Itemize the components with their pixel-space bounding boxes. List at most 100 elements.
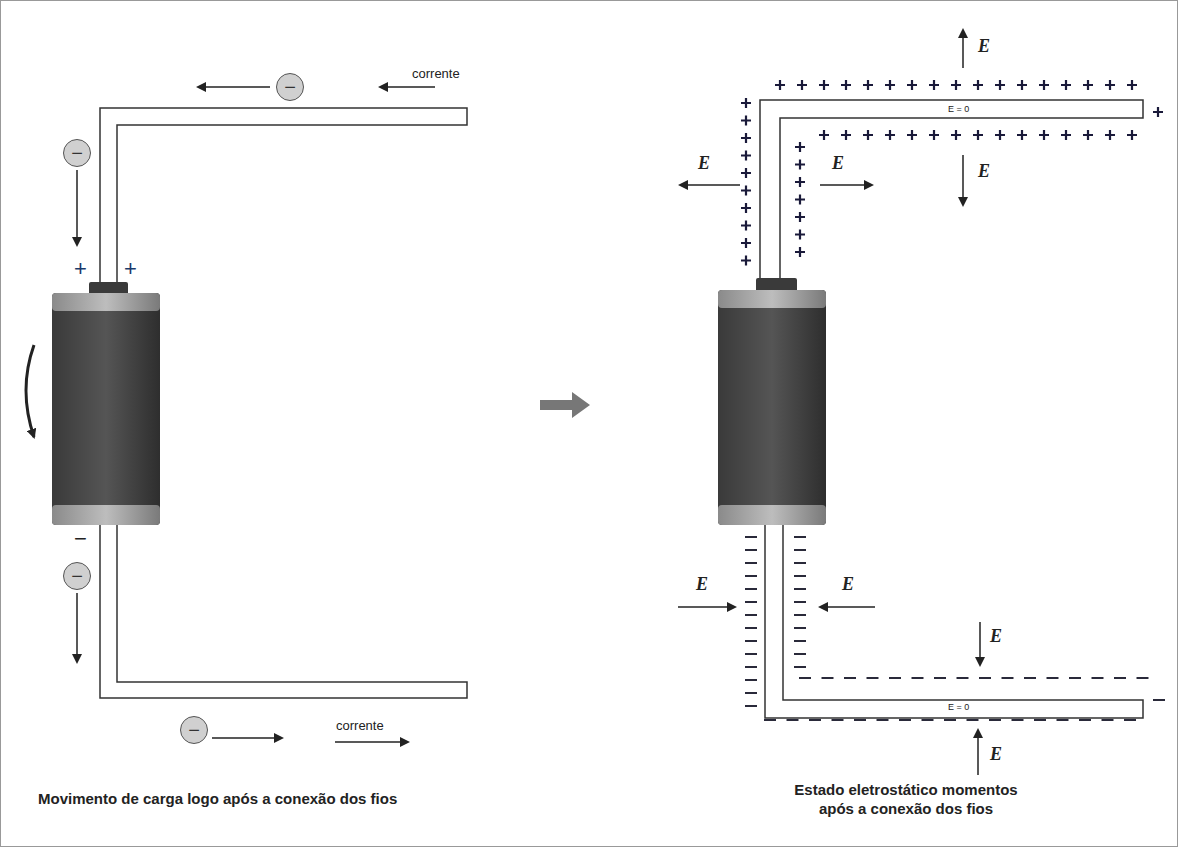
plus-charge xyxy=(1039,80,1049,90)
plus-charge xyxy=(951,80,961,90)
minus-charge xyxy=(1057,719,1069,721)
minus-charge xyxy=(745,562,757,564)
field-label: E⃗ xyxy=(698,153,724,174)
plus-charge xyxy=(973,80,983,90)
minus-charge xyxy=(794,653,806,655)
minus-charge xyxy=(957,677,969,679)
minus-charge xyxy=(794,562,806,564)
plus-charge xyxy=(741,238,751,248)
caption: Movimento de carga logo após a conexão d… xyxy=(38,790,397,807)
plus-charge xyxy=(797,80,807,90)
minus-charge xyxy=(794,666,806,668)
minus-charge xyxy=(745,627,757,629)
minus-charge xyxy=(794,536,806,538)
terminal-sign: + xyxy=(124,256,137,282)
electron-sign: − xyxy=(284,77,296,97)
minus-charge xyxy=(745,536,757,538)
minus-charge xyxy=(967,719,979,721)
plus-charge xyxy=(1061,80,1071,90)
plus-charge xyxy=(795,230,805,240)
plus-charge xyxy=(795,177,805,187)
current-label: corrente xyxy=(412,66,460,81)
battery xyxy=(52,282,160,525)
minus-charge xyxy=(944,719,956,721)
minus-charge xyxy=(745,705,757,707)
minus-charge xyxy=(745,666,757,668)
minus-charge xyxy=(794,614,806,616)
plus-charge xyxy=(775,80,785,90)
minus-charge xyxy=(799,677,811,679)
plus-charge xyxy=(741,133,751,143)
plus-charge xyxy=(1017,130,1027,140)
minus-charge xyxy=(1034,719,1046,721)
minus-charge xyxy=(1069,677,1081,679)
minus-charge xyxy=(854,719,866,721)
plus-charge xyxy=(863,80,873,90)
field-label: E⃗ xyxy=(990,626,1016,647)
minus-charge xyxy=(1079,719,1091,721)
minus-charge xyxy=(809,719,821,721)
plus-charge xyxy=(1017,80,1027,90)
minus-charge xyxy=(1012,719,1024,721)
plus-charge xyxy=(973,130,983,140)
plus-charge xyxy=(819,130,829,140)
minus-charge xyxy=(794,627,806,629)
wires xyxy=(100,100,1143,718)
minus-charge xyxy=(794,549,806,551)
plus-charge xyxy=(741,151,751,161)
minus-charge xyxy=(877,719,889,721)
minus-charge xyxy=(889,677,901,679)
minus-charge xyxy=(794,575,806,577)
plus-charge xyxy=(795,195,805,205)
caption: Estado eletrostático momentos após a con… xyxy=(776,780,1036,818)
plus-charge xyxy=(951,130,961,140)
plus-charge xyxy=(741,98,751,108)
minus-charge xyxy=(745,640,757,642)
field-label: E⃗ xyxy=(990,744,1016,765)
plus-charge xyxy=(863,130,873,140)
minus-charge xyxy=(934,677,946,679)
minus-charge xyxy=(989,719,1001,721)
minus-charge xyxy=(922,719,934,721)
electron-sign: − xyxy=(71,566,83,586)
plus-charge xyxy=(741,256,751,266)
minus-charge xyxy=(832,719,844,721)
plus-charge xyxy=(907,80,917,90)
current-label: corrente xyxy=(336,718,384,733)
plus-charge xyxy=(885,130,895,140)
minus-charge xyxy=(1102,719,1114,721)
field-label: E⃗ xyxy=(978,161,1004,182)
minus-charge xyxy=(1153,699,1165,701)
plus-charge xyxy=(907,130,917,140)
minus-charge xyxy=(979,677,991,679)
plus-charge xyxy=(741,186,751,196)
field-zero: E = 0 xyxy=(948,702,969,712)
field-label: E⃗ xyxy=(978,36,1004,57)
minus-charge xyxy=(822,677,834,679)
minus-charge xyxy=(745,588,757,590)
electron-circle: − xyxy=(63,139,91,167)
minus-charge xyxy=(745,549,757,551)
plus-charge xyxy=(1061,130,1071,140)
minus-charge xyxy=(794,640,806,642)
arrows xyxy=(26,30,980,775)
field-label: E⃗ xyxy=(696,574,722,595)
field-label: E⃗ xyxy=(842,574,868,595)
plus-charge xyxy=(795,160,805,170)
minus-charge xyxy=(745,653,757,655)
electron-sign: − xyxy=(71,143,83,163)
electron-circle: − xyxy=(63,562,91,590)
minus-charge xyxy=(764,719,776,721)
minus-charge xyxy=(1137,677,1149,679)
plus-charge xyxy=(741,221,751,231)
plus-charge xyxy=(929,130,939,140)
minus-charge xyxy=(867,677,879,679)
plus-charge xyxy=(841,80,851,90)
plus-charge xyxy=(1039,130,1049,140)
terminal-sign: − xyxy=(74,526,87,552)
electron-circle: − xyxy=(180,716,208,744)
plus-charge xyxy=(741,168,751,178)
